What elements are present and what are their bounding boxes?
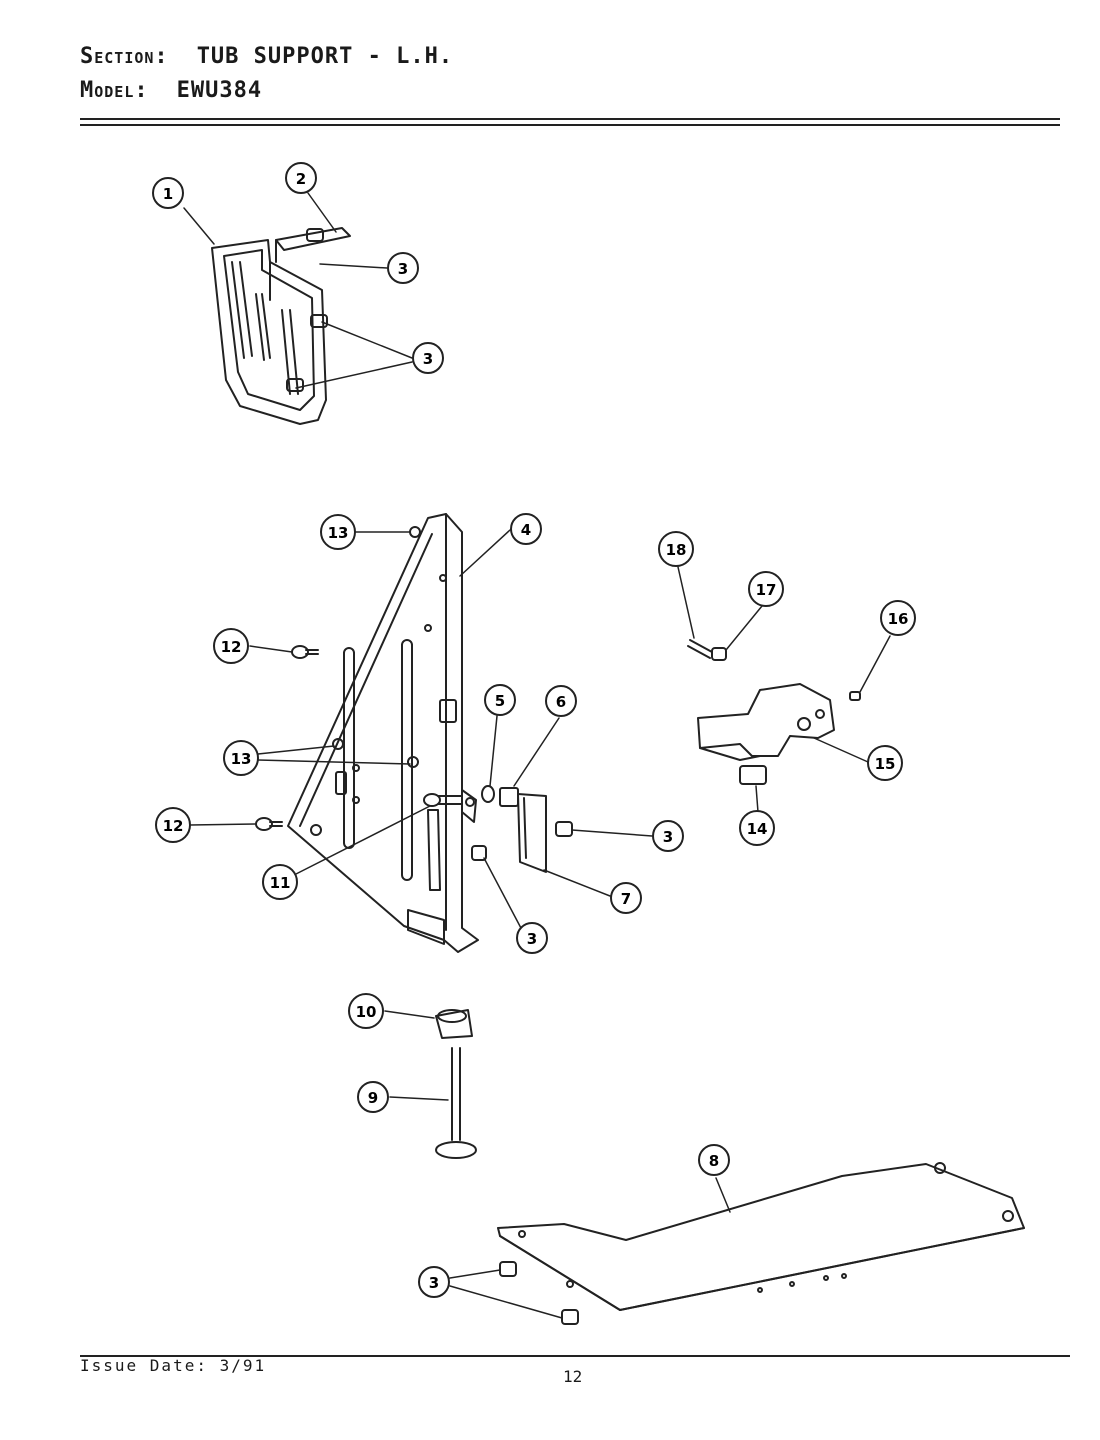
callout-18: 18: [658, 531, 694, 567]
callout-15-text: 15: [875, 755, 896, 773]
callout-2: 2: [285, 162, 317, 194]
callout-13a: 13: [320, 514, 356, 550]
callout-13b-text: 13: [231, 750, 252, 768]
callout-4-text: 4: [521, 521, 531, 539]
leader-lines: [183, 192, 891, 1319]
callout-9-text: 9: [368, 1089, 378, 1107]
callout-3c-text: 3: [663, 828, 673, 846]
callout-16: 16: [880, 600, 916, 636]
callout-1: 1: [152, 177, 184, 209]
callout-15: 15: [867, 745, 903, 781]
callout-9: 9: [357, 1081, 389, 1113]
callout-5-text: 5: [495, 692, 505, 710]
callout-17: 17: [748, 571, 784, 607]
callout-13b: 13: [223, 740, 259, 776]
callout-6-text: 6: [556, 693, 566, 711]
issue-date: Issue Date: 3/91: [80, 1356, 267, 1375]
callout-8-text: 8: [709, 1152, 719, 1170]
tub-support-bracket-part: [211, 239, 327, 425]
section-heading: Section: TUB SUPPORT - L.H.: [80, 44, 453, 69]
callout-5: 5: [484, 684, 516, 716]
nut-clip-plate-parts: [471, 785, 573, 873]
callout-7: 7: [610, 882, 642, 914]
callout-3a-text: 3: [398, 260, 408, 278]
callout-12a: 12: [213, 628, 249, 664]
footer-rule: [80, 1355, 1070, 1357]
callout-2-text: 2: [296, 170, 306, 188]
callout-8: 8: [698, 1144, 730, 1176]
rivets-part: [255, 645, 319, 831]
callout-3d-text: 3: [527, 930, 537, 948]
callout-11-text: 11: [270, 874, 291, 892]
callout-4: 4: [510, 513, 542, 545]
callout-6: 6: [545, 685, 577, 717]
latch-assembly-part: [687, 639, 861, 785]
callout-3e-text: 3: [429, 1274, 439, 1292]
callout-1-text: 1: [163, 185, 173, 203]
callout-16-text: 16: [888, 610, 909, 628]
callout-13a-text: 13: [328, 524, 349, 542]
strap-part: [275, 227, 351, 263]
callout-7-text: 7: [621, 890, 631, 908]
callout-3c: 3: [652, 820, 684, 852]
callout-12b-text: 12: [163, 817, 184, 835]
leveling-leg-part: [435, 1047, 477, 1159]
callout-18-text: 18: [666, 541, 687, 559]
bracket-screws: [286, 228, 328, 392]
callout-10-text: 10: [356, 1003, 377, 1021]
callout-14-text: 14: [747, 820, 768, 838]
header-rule-top: [80, 118, 1060, 120]
section-label: Section:: [80, 44, 169, 69]
triangular-support-part: [287, 513, 479, 953]
callout-3b-text: 3: [423, 350, 433, 368]
model-value: EWU384: [176, 78, 263, 103]
model-label: Model:: [80, 78, 149, 103]
section-value: TUB SUPPORT - L.H.: [196, 44, 454, 69]
base-rail-part: [497, 1162, 1025, 1325]
callout-3a: 3: [387, 252, 419, 284]
callout-14: 14: [739, 810, 775, 846]
callout-3b: 3: [412, 342, 444, 374]
callout-11: 11: [262, 864, 298, 900]
callout-12b: 12: [155, 807, 191, 843]
page-number: 12: [563, 1367, 583, 1386]
callout-10: 10: [348, 993, 384, 1029]
callout-badges: 1 2 3 3 13 4 12 13 5 6 12 3 11 7 3 10 9 …: [152, 162, 916, 1298]
header-rule-bottom: [80, 124, 1060, 126]
callout-12a-text: 12: [221, 638, 242, 656]
callout-3e: 3: [418, 1266, 450, 1298]
foot-pad-part: [435, 1009, 473, 1039]
callout-3d: 3: [516, 922, 548, 954]
model-heading: Model: EWU384: [80, 78, 262, 103]
callout-17-text: 17: [756, 581, 777, 599]
bolt-part: [423, 793, 475, 807]
